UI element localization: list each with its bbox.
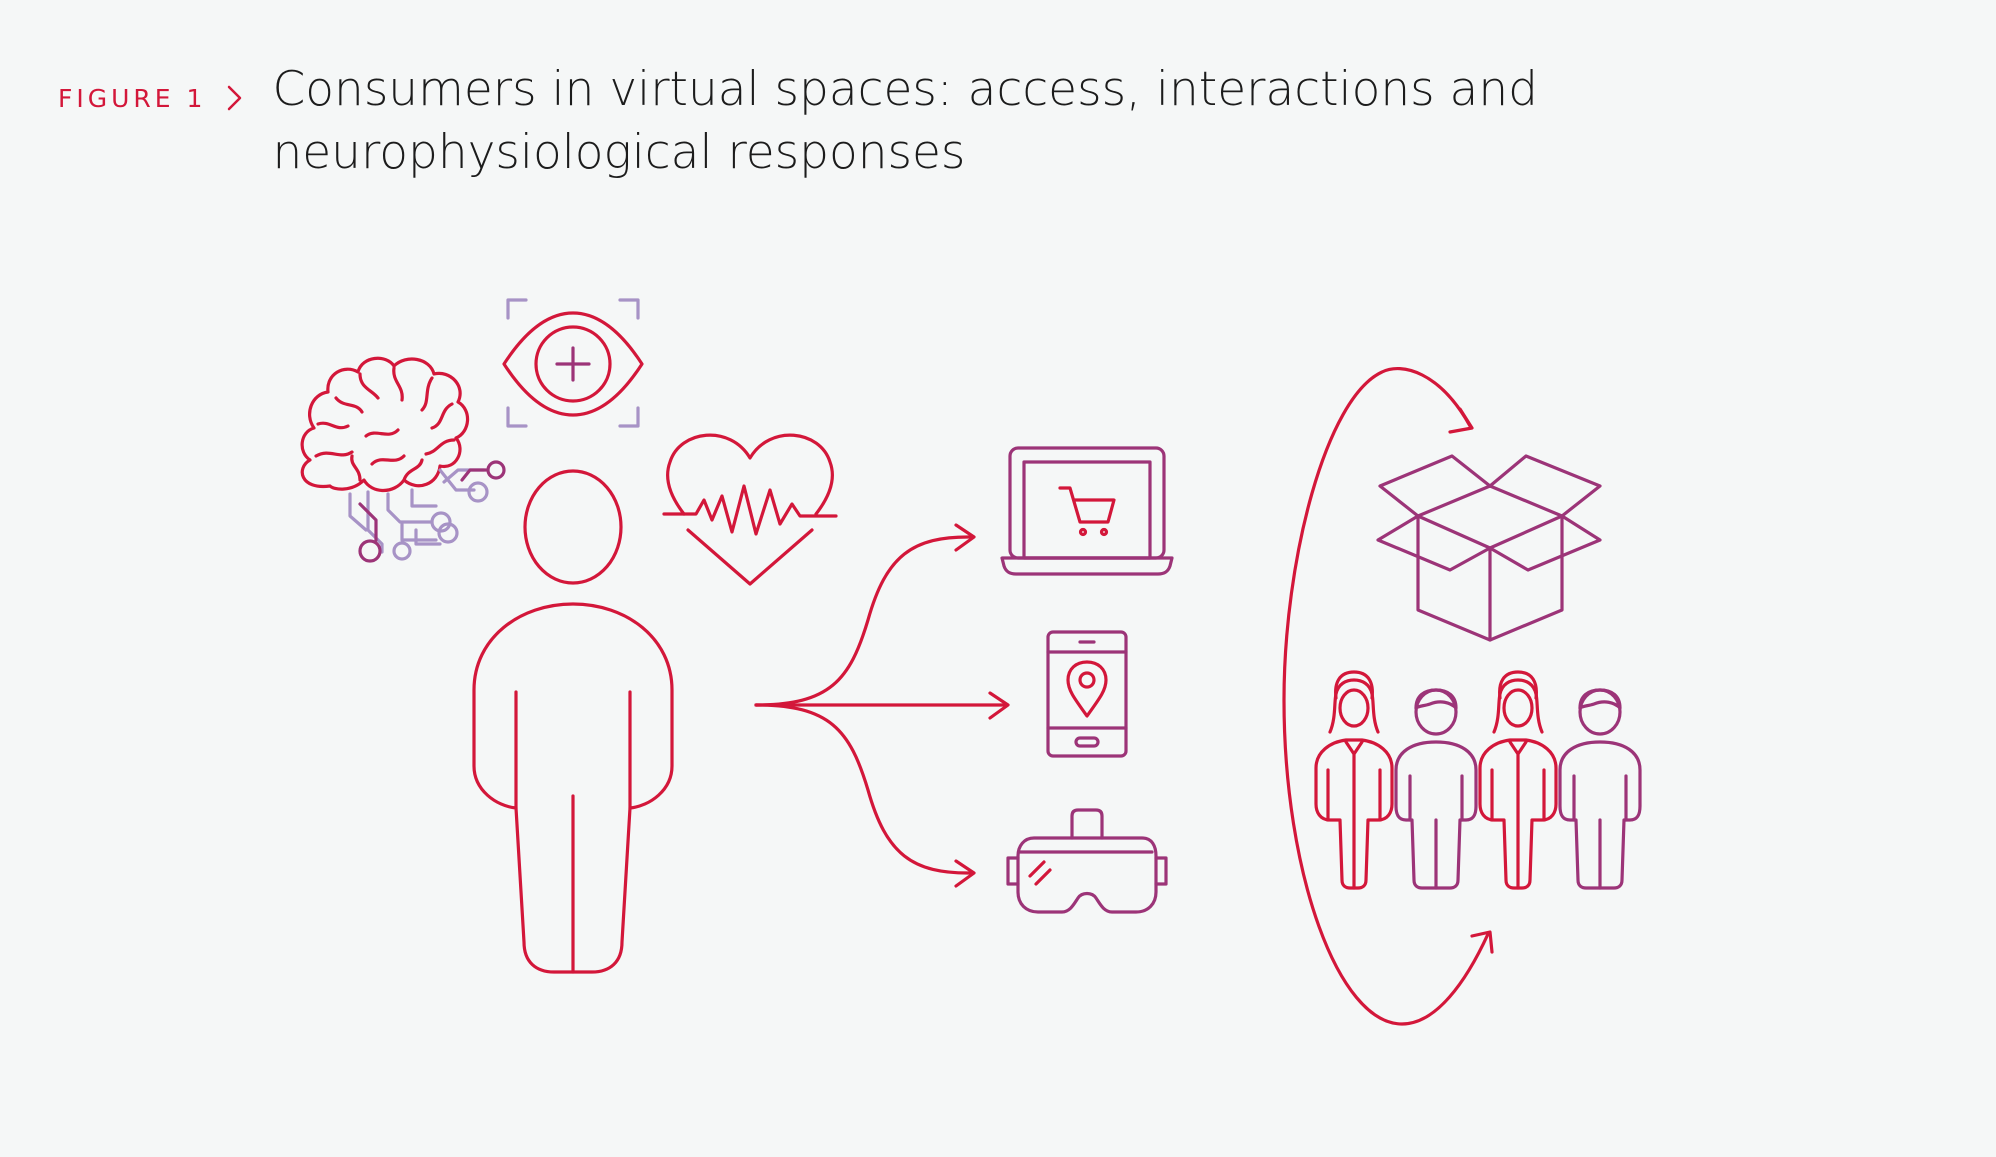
- laptop-cart-icon: [1000, 446, 1174, 576]
- vr-headset-icon: [1006, 808, 1168, 914]
- heartbeat-icon: [662, 433, 838, 586]
- eye-tracking-icon: [502, 298, 644, 428]
- brain-circuit-icon: [300, 356, 506, 563]
- cycle-arrow-icon: [1282, 367, 1494, 1026]
- figure-label: FIGURE 1: [58, 84, 207, 113]
- man-figure-2: [1558, 688, 1642, 890]
- woman-figure-1: [1314, 670, 1394, 890]
- smartphone-location-icon: [1046, 630, 1128, 758]
- figure-title: Consumers in virtual spaces: access, int…: [272, 62, 1538, 180]
- figure-header: FIGURE 1 Consumers in virtual spaces: ac…: [58, 58, 1958, 184]
- woman-figure-2: [1478, 670, 1558, 890]
- person-icon: [472, 469, 674, 974]
- chevron-right-icon: [228, 85, 242, 111]
- man-figure-1: [1394, 688, 1478, 890]
- open-box-icon: [1376, 454, 1602, 642]
- people-group-icon: [1314, 670, 1642, 890]
- branching-arrows: [754, 523, 1010, 888]
